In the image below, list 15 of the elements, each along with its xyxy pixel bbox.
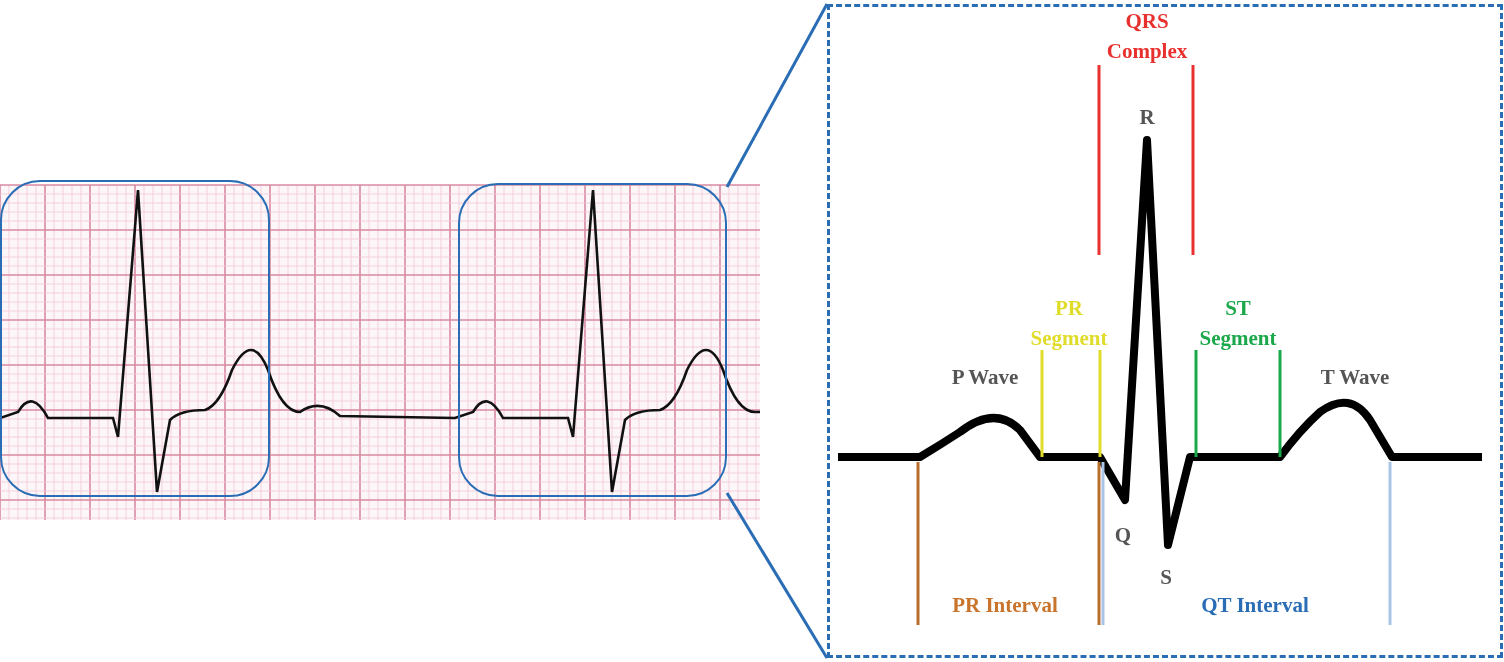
interval-label: PR Interval [951,592,1059,619]
detail-panel [827,4,1503,658]
point-label: S [1159,564,1173,591]
wave-label: P Wave [950,364,1020,391]
zoom-line [725,492,829,659]
wave-label: QRS Complex [1105,8,1189,65]
highlight-frame [0,180,270,497]
segment-label: ST Segment [1198,295,1278,352]
highlight-frame [458,183,727,497]
interval-label: QT Interval [1200,592,1310,619]
wave-label: T Wave [1319,364,1391,391]
segment-label: PR Segment [1029,295,1109,352]
point-label: Q [1113,522,1133,549]
peak-label: R [1138,104,1156,131]
zoom-line [725,3,829,188]
